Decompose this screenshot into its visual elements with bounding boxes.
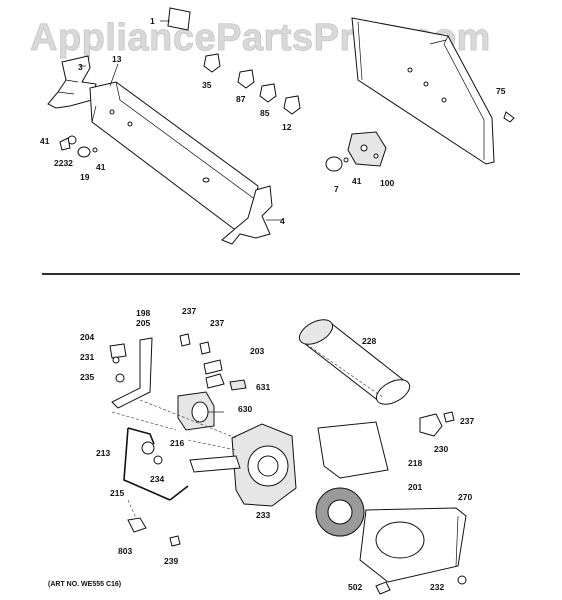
lower-callout-14: 216 bbox=[170, 438, 184, 448]
upper-callout-7: 41 bbox=[40, 136, 50, 146]
part-75-screw bbox=[503, 111, 515, 123]
part-232 bbox=[457, 575, 467, 585]
lower-callout-10: 630 bbox=[238, 404, 252, 414]
lower-callout-5: 237 bbox=[182, 306, 196, 316]
upper-callout-2: 13 bbox=[112, 54, 122, 64]
part-203-clip bbox=[203, 359, 223, 375]
lower-callout-17: 233 bbox=[256, 510, 270, 520]
part-215-belt bbox=[123, 427, 189, 501]
lower-callout-15: 234 bbox=[150, 474, 164, 484]
upper-callout-11: 4 bbox=[280, 216, 285, 226]
lower-callout-19: 201 bbox=[408, 482, 422, 492]
lower-callout-3: 231 bbox=[80, 352, 94, 362]
lower-callout-1: 205 bbox=[136, 318, 150, 328]
lower-callout-24: 232 bbox=[430, 582, 444, 592]
part-218-duct bbox=[317, 421, 389, 479]
lower-callout-13: 213 bbox=[96, 448, 110, 458]
part-35-switch bbox=[203, 53, 221, 73]
part-216-pulley bbox=[141, 441, 155, 455]
part-12-switch bbox=[283, 95, 301, 115]
upper-callout-14: 7 bbox=[334, 184, 339, 194]
lower-callout-6: 237 bbox=[210, 318, 224, 328]
upper-callout-9: 19 bbox=[80, 172, 90, 182]
callout-labels: 1313358785124122321941475417100198205204… bbox=[40, 16, 506, 592]
part-4-shape bbox=[221, 185, 273, 245]
upper-callout-6: 12 bbox=[282, 122, 292, 132]
lower-callout-16: 215 bbox=[110, 488, 124, 498]
lower-callout-2: 204 bbox=[80, 332, 94, 342]
lower-callout-0: 198 bbox=[136, 308, 150, 318]
part-205-bracket bbox=[111, 337, 153, 409]
part-803 bbox=[127, 517, 147, 533]
part-7-knob bbox=[325, 156, 343, 172]
part-87-switch bbox=[237, 69, 255, 89]
lower-callout-8: 631 bbox=[256, 382, 270, 392]
upper-callout-3: 35 bbox=[202, 80, 212, 90]
part-204-clip bbox=[109, 343, 127, 359]
lower-callout-18: 218 bbox=[408, 458, 422, 468]
part-3-shape bbox=[47, 55, 97, 109]
lower-callout-23: 502 bbox=[348, 582, 362, 592]
upper-callout-1: 3 bbox=[78, 62, 83, 72]
upper-callout-5: 85 bbox=[260, 108, 270, 118]
lower-callout-9: 228 bbox=[362, 336, 376, 346]
part-19-knob bbox=[77, 146, 91, 158]
part-237-screw bbox=[179, 333, 191, 347]
upper-assembly bbox=[47, 7, 515, 245]
lower-callout-12: 230 bbox=[434, 444, 448, 454]
lower-assembly bbox=[109, 319, 467, 595]
upper-callout-10: 41 bbox=[96, 162, 106, 172]
art-number: (ART NO. WE555 C16) bbox=[48, 581, 121, 588]
part-239 bbox=[169, 535, 181, 547]
lower-callout-21: 803 bbox=[118, 546, 132, 556]
lower-callout-11: 237 bbox=[460, 416, 474, 426]
upper-callout-15: 100 bbox=[380, 178, 394, 188]
upper-callout-12: 75 bbox=[496, 86, 506, 96]
upper-callout-8: 2232 bbox=[54, 158, 73, 168]
lower-callout-7: 203 bbox=[250, 346, 264, 356]
lower-callout-20: 270 bbox=[458, 492, 472, 502]
upper-callout-0: 1 bbox=[150, 16, 155, 26]
upper-callout-13: 41 bbox=[352, 176, 362, 186]
part-1-shape bbox=[167, 7, 191, 31]
upper-callout-4: 87 bbox=[236, 94, 246, 104]
lower-callout-4: 235 bbox=[80, 372, 94, 382]
part-502 bbox=[375, 581, 391, 595]
part-85-switch bbox=[259, 83, 277, 103]
part-13-control-panel bbox=[89, 81, 259, 233]
lower-callout-22: 239 bbox=[164, 556, 178, 566]
part-230-thermostat bbox=[419, 413, 443, 437]
part-631 bbox=[229, 379, 247, 391]
